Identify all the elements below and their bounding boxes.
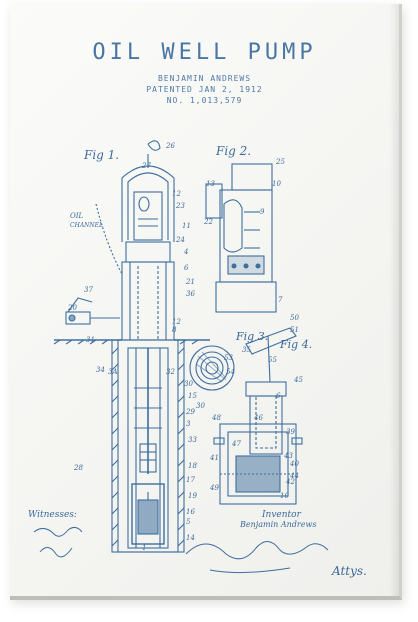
reference-number: 30 (184, 380, 193, 388)
attys-label: Attys. (332, 564, 367, 578)
fig1-label: Fig 1. (84, 148, 120, 162)
reference-number: 33 (188, 436, 197, 444)
reference-number: 25 (276, 158, 285, 166)
reference-number: 35 (242, 346, 251, 354)
reference-number: 7 (278, 296, 283, 304)
reference-number: 14 (186, 534, 195, 542)
reference-number: 44 (290, 472, 299, 480)
inventor-label: Inventor (262, 510, 301, 520)
fig4-label: Fig 4. (280, 338, 313, 351)
inventor-line: BENJAMIN ANDREWS (157, 74, 252, 83)
reference-number: 51 (290, 326, 299, 334)
reference-number: 54 (226, 368, 235, 376)
inventor-name: Benjamin Andrews (240, 520, 317, 529)
reference-number: 22 (204, 218, 213, 226)
reference-number: 48 (212, 414, 221, 422)
reference-number: 34 (96, 366, 105, 374)
reference-number: 39 (286, 428, 295, 436)
fig2-label: Fig 2. (216, 144, 252, 158)
reference-number: 53 (224, 354, 233, 362)
patent-number-line: NO. 1,013,579 (166, 96, 243, 105)
reference-number: 8 (172, 326, 177, 334)
canvas-print: OIL WELL PUMP BENJAMIN ANDREWS PATENTED … (10, 4, 402, 600)
reference-number: 36 (186, 290, 195, 298)
reference-number: 12 (172, 318, 181, 326)
channel-label: CHANNEL (70, 222, 104, 229)
reference-number: 31 (86, 336, 95, 344)
reference-number: 50 (290, 314, 299, 322)
reference-number: 9 (260, 208, 265, 216)
reference-number: 6 (184, 264, 189, 272)
reference-number: 24 (176, 236, 185, 244)
fig3-coil (189, 345, 235, 391)
reference-number: 41 (210, 454, 219, 462)
patent-drawing (33, 140, 329, 574)
reference-number: 40 (290, 460, 299, 468)
witnesses-label: Witnesses: (28, 510, 77, 520)
signature-strokes (33, 526, 329, 574)
fig1-side-valve (65, 203, 123, 325)
reference-number: 10 (280, 492, 289, 500)
reference-number: 26 (166, 142, 175, 150)
reference-number: 27 (142, 162, 151, 170)
reference-number: 5 (186, 518, 191, 526)
reference-number: 23 (176, 202, 185, 210)
patented-line: PATENTED JAN 2, 1912 (146, 85, 263, 94)
reference-number: 4 (184, 248, 189, 256)
reference-number: 15 (188, 392, 197, 400)
reference-number: 10 (272, 180, 281, 188)
reference-number: 49 (210, 484, 219, 492)
reference-number: 37 (84, 286, 93, 294)
oil-label: OIL (70, 212, 84, 220)
reference-number: 12 (172, 190, 181, 198)
reference-number: 18 (188, 462, 197, 470)
reference-number: 55 (268, 356, 277, 364)
reference-number: 1 (142, 544, 147, 552)
reference-number: 32 (166, 368, 175, 376)
reference-number: 28 (74, 464, 83, 472)
reference-number: 29 (186, 408, 195, 416)
reference-number: 17 (186, 476, 195, 484)
reference-number: 46 (254, 414, 263, 422)
fig4-lever-and-cup (213, 327, 303, 505)
reference-number: 30 (196, 402, 205, 410)
reference-number: 45 (294, 376, 303, 384)
reference-number: 43 (284, 452, 293, 460)
fig3-label: Fig 3. (236, 330, 269, 343)
reference-number: 21 (186, 278, 195, 286)
reference-number: 16 (186, 508, 195, 516)
reference-number: 11 (182, 222, 191, 230)
reference-number: 47 (232, 440, 241, 448)
reference-number: 3 (186, 420, 191, 428)
reference-number: 13 (206, 180, 215, 188)
reference-number: 42 (286, 478, 295, 486)
fig1-pump-assembly (53, 140, 210, 553)
reference-number: 19 (188, 492, 197, 500)
reference-number: 6 (276, 392, 281, 400)
fig2-valve-head (205, 163, 277, 313)
reference-number: 20 (68, 304, 77, 312)
reference-number: 3A (108, 368, 118, 376)
patent-title: OIL WELL PUMP (92, 40, 317, 65)
